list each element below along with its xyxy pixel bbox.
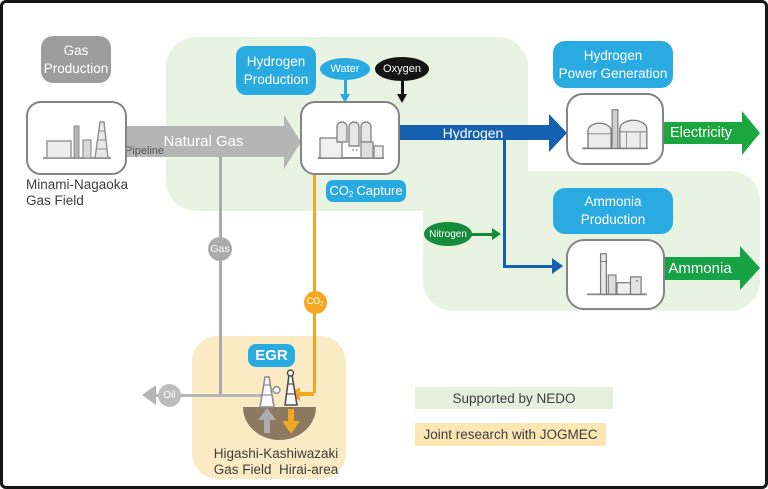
gas-badge: Gas: [208, 237, 232, 261]
hydrogen-production-line1: Hydrogen: [246, 53, 306, 69]
ammonia-production-line1: Ammonia: [584, 194, 642, 210]
gas-reservoir-dome: [243, 407, 316, 440]
co2-injection-line: [312, 171, 316, 393]
gas-production-line1: Gas: [63, 42, 89, 58]
co2-badge: CO2: [303, 290, 327, 314]
egr-box: EGR: [248, 344, 295, 367]
higashi-kashiwazaki-label: Higashi-Kashiwazaki Gas Field Hirai-area: [213, 446, 339, 477]
natural-gas-arrow-shaft: [122, 126, 285, 157]
oxygen-down-arrowhead: [396, 94, 407, 103]
ammonia-arrowhead: [740, 246, 760, 290]
ammonia-arrow-shaft: [660, 257, 740, 280]
hydrogen-branch-arrowhead: [552, 258, 563, 274]
egr-reservoir-scene: [243, 369, 316, 440]
oxygen-ellipse: Oxygen: [375, 57, 429, 81]
hydrogen-arrow-shaft: [396, 125, 550, 140]
natural-gas-label: Natural Gas: [163, 133, 244, 150]
co2-down-flow-arrow: [282, 409, 300, 434]
legend-nedo-label: Supported by NEDO: [452, 390, 576, 406]
natural-gas-arrowhead: [284, 115, 301, 169]
nitrogen-line: [469, 232, 493, 236]
legend-jogmec-label: Joint research with JOGMEC: [423, 427, 598, 442]
electricity-label: Electricity: [669, 125, 733, 141]
oil-badge-label: Oil: [163, 390, 176, 401]
hydrogen-plant-box: [300, 101, 400, 175]
gas-field-plant-icon: [42, 121, 111, 159]
ammonia-plant-box: [566, 239, 665, 310]
legend-jogmec: Joint research with JOGMEC: [415, 423, 606, 446]
ammonia-production-line2: Production: [580, 212, 646, 227]
gas-up-flow-arrow: [258, 408, 276, 433]
hydrogen-production-box: Hydrogen Production: [236, 46, 316, 95]
water-down-arrowhead: [339, 94, 350, 103]
hydrogen-power-plant-box: [566, 93, 664, 165]
electricity-arrow-shaft: [660, 122, 742, 144]
nitrogen-arrowhead: [492, 227, 501, 240]
egr-label: EGR: [255, 346, 288, 364]
oil-left-arrowhead: [142, 385, 156, 405]
hydrogen-arrowhead: [549, 114, 567, 152]
co2-injection-line-horizontal: [298, 392, 314, 396]
water-ellipse: Water: [320, 58, 370, 80]
hydrogen-branch-line-horizontal: [503, 265, 553, 268]
hydrogen-plant-icon: [318, 121, 384, 159]
oil-badge: Oil: [158, 384, 181, 407]
minami-nagaoka-plant-box: [26, 101, 127, 175]
oxygen-label: Oxygen: [383, 63, 421, 75]
minami-nagaoka-label: Minami-Nagaoka Gas Field: [26, 177, 129, 208]
ammonia-label: Ammonia: [668, 260, 732, 277]
injection-well-derrick-icon: [284, 369, 298, 406]
ammonia-plant-icon: [586, 252, 647, 295]
pipeline-label: Pipeline: [125, 145, 165, 157]
gas-production-box: Gas Production: [41, 36, 111, 83]
power-plant-icon: [582, 109, 648, 150]
gas-production-line2: Production: [43, 60, 109, 76]
water-arrow-line: [343, 80, 347, 95]
oxygen-arrow-line: [400, 81, 404, 95]
gas-badge-label: Gas: [210, 243, 230, 255]
hydrogen-label: Hydrogen: [442, 124, 504, 141]
nitrogen-ellipse: Nitrogen: [424, 222, 472, 246]
hydrogen-branch-line-vertical: [503, 137, 506, 266]
water-label: Water: [330, 63, 360, 75]
co2-badge-label: CO2: [306, 296, 324, 308]
hydrogen-power-generation-box: Hydrogen Power Generation: [553, 41, 673, 88]
gas-riser-line: [218, 149, 222, 395]
oil-line: [155, 393, 267, 397]
hpg-line1: Hydrogen: [583, 47, 643, 63]
electricity-arrowhead: [742, 111, 760, 155]
production-well-derrick-icon: [259, 376, 281, 408]
legend-nedo: Supported by NEDO: [415, 387, 613, 409]
nitrogen-label: Nitrogen: [429, 228, 467, 240]
ammonia-production-box: Ammonia Production: [553, 188, 673, 234]
hydrogen-production-line2: Production: [243, 71, 309, 87]
hpg-line2: Power Generation: [558, 65, 668, 81]
